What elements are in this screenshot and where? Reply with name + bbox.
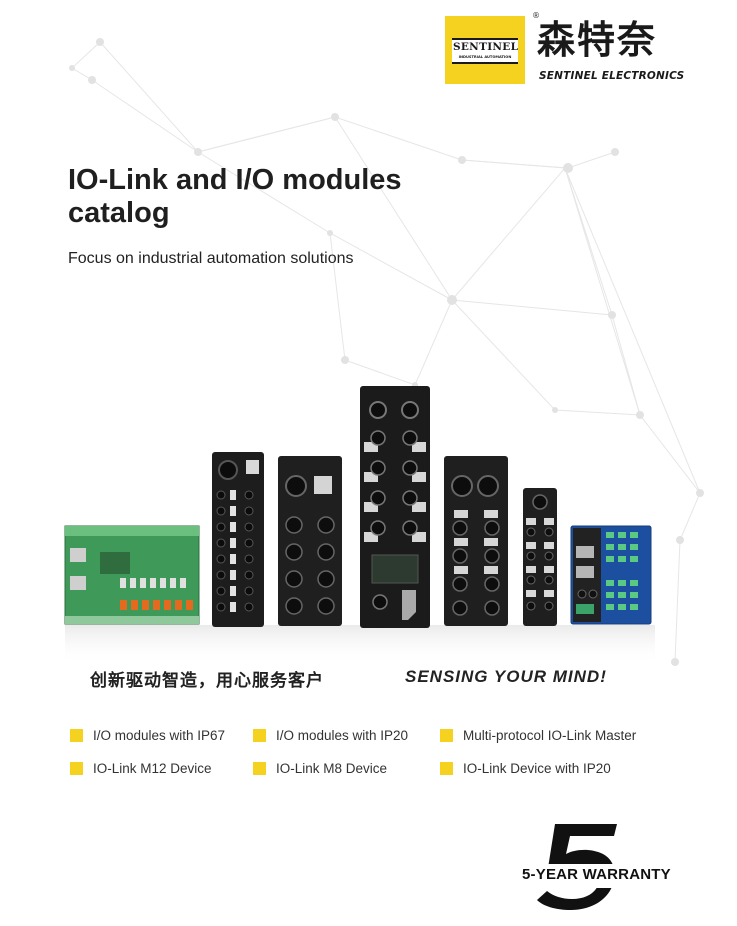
slogan-english: SENSING YOUR MIND! [405, 667, 607, 686]
catalog-subtitle: Focus on industrial automation solutions [68, 250, 354, 267]
io-module-product-lineup [64, 386, 655, 665]
logo-subtext: INDUSTRIAL AUTOMATION [458, 55, 512, 59]
feature-item: IO-Link M12 Device [70, 761, 212, 776]
io-module-m8 [523, 488, 557, 626]
io-module-large [360, 386, 430, 628]
feature-item: Multi-protocol IO-Link Master [440, 728, 636, 743]
feature-item: I/O modules with IP20 [253, 728, 408, 743]
io-module-m12 [278, 456, 342, 626]
feature-label: I/O modules with IP67 [93, 728, 226, 743]
bullet-square-icon [70, 762, 83, 775]
feature-label: IO-Link M8 Device [276, 761, 388, 776]
io-module-narrow [212, 452, 264, 627]
feature-item: IO-Link Device with IP20 [440, 761, 611, 776]
bullet-square-icon [440, 729, 453, 742]
warranty-badge: 5-YEAR WARRANTY [515, 818, 705, 918]
io-link-master-ip20 [570, 525, 652, 625]
logo-badge: SENTINEL INDUSTRIAL AUTOMATION [445, 16, 525, 84]
slogan-chinese: 创新驱动智造，用心服务客户 [90, 671, 324, 691]
catalog-title: IO-Link and I/O modules catalog [68, 164, 402, 229]
five-icon [520, 824, 680, 910]
feature-label: IO-Link Device with IP20 [463, 761, 611, 776]
logo-word: SENTINEL [453, 41, 519, 53]
io-module-m12-right [444, 456, 508, 626]
bullet-square-icon [70, 729, 83, 742]
pcb-module [64, 525, 200, 625]
brand-name-chinese: 森特奈 [537, 18, 658, 62]
registered-mark: ® [532, 11, 540, 20]
feature-item: I/O modules with IP67 [70, 728, 225, 743]
feature-label: Multi-protocol IO-Link Master [463, 728, 637, 743]
bullet-square-icon [253, 762, 266, 775]
bullet-square-icon [440, 762, 453, 775]
warranty-label: 5-YEAR WARRANTY [522, 866, 671, 883]
brand-logo: SENTINEL INDUSTRIAL AUTOMATION ® 森特奈 SEN… [445, 11, 685, 86]
feature-item: IO-Link M8 Device [253, 761, 387, 776]
bullet-square-icon [253, 729, 266, 742]
brand-name-english: SENTINEL ELECTRONICS [539, 70, 685, 82]
feature-label: I/O modules with IP20 [276, 728, 409, 743]
feature-label: IO-Link M12 Device [93, 761, 212, 776]
